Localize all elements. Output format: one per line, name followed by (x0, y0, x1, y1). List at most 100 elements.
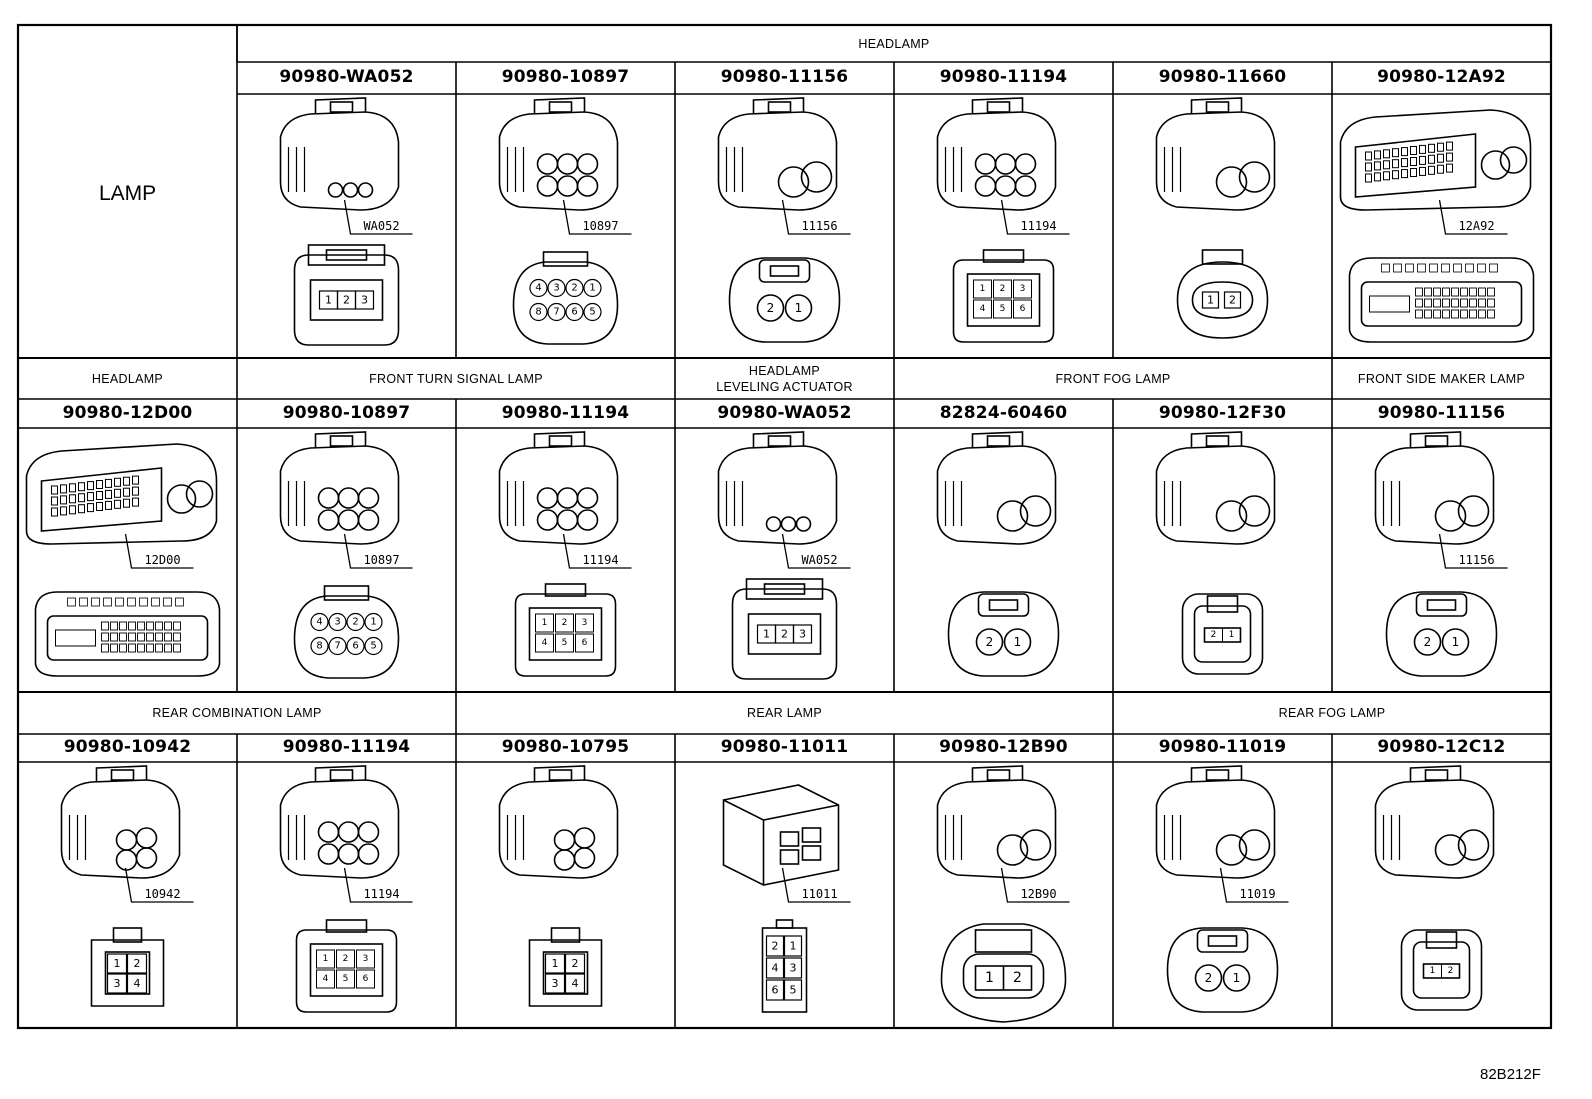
pin-number: 1 (323, 954, 329, 964)
part-number: 90980-12A92 (1377, 67, 1506, 87)
connector-housing-illustration (60, 765, 181, 879)
connector-housing-illustration (498, 97, 619, 211)
pin-number: 2 (1229, 294, 1236, 307)
leader-line (343, 199, 413, 235)
pin-number: 3 (553, 283, 559, 294)
connector-code: 11156 (801, 219, 837, 233)
pin-number: 5 (1000, 304, 1006, 314)
pin-number: 2 (781, 628, 788, 641)
connector-housing-illustration (1339, 109, 1532, 211)
pin-number: 5 (790, 984, 797, 997)
pin-number: 3 (363, 954, 369, 964)
pin-number: 1 (763, 628, 770, 641)
pin-number: 2 (1448, 966, 1454, 976)
pin-number: 3 (799, 628, 806, 641)
pin-number: 1 (542, 618, 548, 628)
pin-number: 7 (334, 641, 340, 652)
connector-housing-illustration (498, 431, 619, 545)
pin-number: 1 (795, 301, 803, 315)
part-number: 90980-WA052 (717, 402, 852, 423)
part-number: 90980-12D00 (62, 402, 193, 423)
connector-cell: 12D00 (25, 443, 221, 677)
leader-line (562, 199, 632, 235)
connector-code: 10897 (363, 553, 399, 567)
pin-number: 3 (552, 977, 559, 990)
connector-housing-illustration (1374, 765, 1495, 879)
connector-code: 11019 (1239, 887, 1275, 901)
pin-number: 6 (772, 984, 779, 997)
part-number: 90980-11156 (720, 67, 849, 87)
pin-number: 2 (772, 940, 779, 953)
part-number: 90980-11194 (939, 67, 1068, 87)
connector-housing-illustration (25, 443, 218, 545)
pin-number: 2 (1013, 970, 1022, 986)
connector-code: 11194 (582, 553, 618, 567)
leader-line (781, 867, 851, 903)
connector-housing-illustration (1374, 431, 1495, 545)
pin-number: 5 (562, 638, 568, 648)
pin-number: 1 (589, 283, 595, 294)
pin-number: 1 (1014, 635, 1022, 649)
pin-number: 4 (542, 638, 548, 648)
pin-number: 1 (1233, 971, 1241, 985)
pin-number: 7 (553, 307, 559, 318)
pin-number: 1 (1430, 966, 1436, 976)
group-label: FRONT FOG LAMP (1055, 371, 1171, 386)
pin-number: 2 (767, 301, 775, 315)
connector-code: 12D00 (144, 553, 180, 567)
part-number: 90980-10897 (501, 67, 630, 87)
part-number: 90980-11156 (1377, 402, 1506, 423)
pin-number: 3 (1020, 284, 1026, 294)
drawing-reference: 82B212F (1480, 1066, 1541, 1083)
connector-housing-illustration (1155, 431, 1276, 545)
connector-code: 12B90 (1020, 887, 1056, 901)
connector-code: 11011 (801, 887, 837, 901)
part-number: 90980-10795 (501, 737, 630, 757)
connector-housing-illustration (498, 765, 619, 879)
leader-line (343, 867, 413, 903)
connector-housing-illustration (717, 431, 838, 545)
connector-cell: 2 1 11156 (717, 97, 851, 343)
connector-housing-illustration (279, 765, 400, 879)
pin-number: 3 (114, 977, 121, 990)
part-number: 90980-12F30 (1158, 402, 1287, 423)
connector-housing-illustration (1155, 765, 1276, 879)
pin-number: 3 (361, 294, 368, 307)
pin-number: 2 (572, 957, 579, 970)
connector-housing-illustration (936, 97, 1057, 211)
pin-number: 2 (343, 294, 350, 307)
group-label: REAR LAMP (747, 706, 822, 720)
group-label: HEADLAMP (858, 36, 930, 51)
connector-code: WA052 (363, 219, 399, 233)
group-label: FRONT TURN SIGNAL LAMP (369, 371, 543, 386)
pin-number: 4 (316, 617, 322, 628)
pin-number: 1 (1452, 635, 1460, 649)
part-number: 90980-11194 (282, 737, 411, 757)
part-number: 90980-11660 (1158, 67, 1287, 87)
connector-code: WA052 (801, 553, 837, 567)
leader-line (124, 867, 194, 903)
leader-line (1000, 199, 1070, 235)
group-label: REAR FOG LAMP (1278, 706, 1386, 720)
group-label: HEADLAMP (91, 371, 164, 386)
pin-number: 2 (571, 283, 577, 294)
